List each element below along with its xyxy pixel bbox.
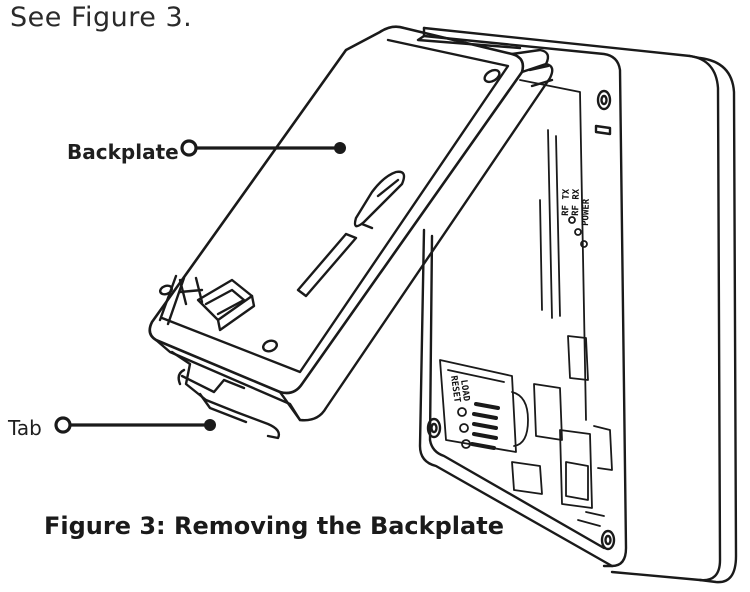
tab-callout-label: Tab: [8, 416, 42, 440]
thermostat-housing: [416, 26, 738, 584]
load-label: LOAD: [458, 379, 471, 402]
tab-clip: [170, 350, 281, 440]
rf-rx-label: RF RX: [571, 188, 582, 216]
figure-caption: Figure 3: Removing the Backplate: [44, 512, 504, 540]
intro-text: See Figure 3.: [10, 2, 193, 33]
backplate-leader-ring: [180, 139, 198, 157]
callout-leaders: [54, 139, 346, 434]
power-label: POWER: [581, 198, 592, 226]
circuit-board: [439, 79, 613, 527]
backplate: [148, 25, 554, 422]
reset-label: RESET: [448, 375, 462, 404]
tab-leader-dot: [204, 419, 216, 431]
tab-leader-ring: [54, 416, 72, 434]
rf-tx-label: RF TX: [561, 188, 572, 216]
board-silkscreen-labels: RF TX RF RX POWER LOAD RESET: [448, 188, 592, 404]
backplate-callout-label: Backplate: [67, 140, 179, 164]
backplate-leader-dot: [334, 142, 346, 154]
